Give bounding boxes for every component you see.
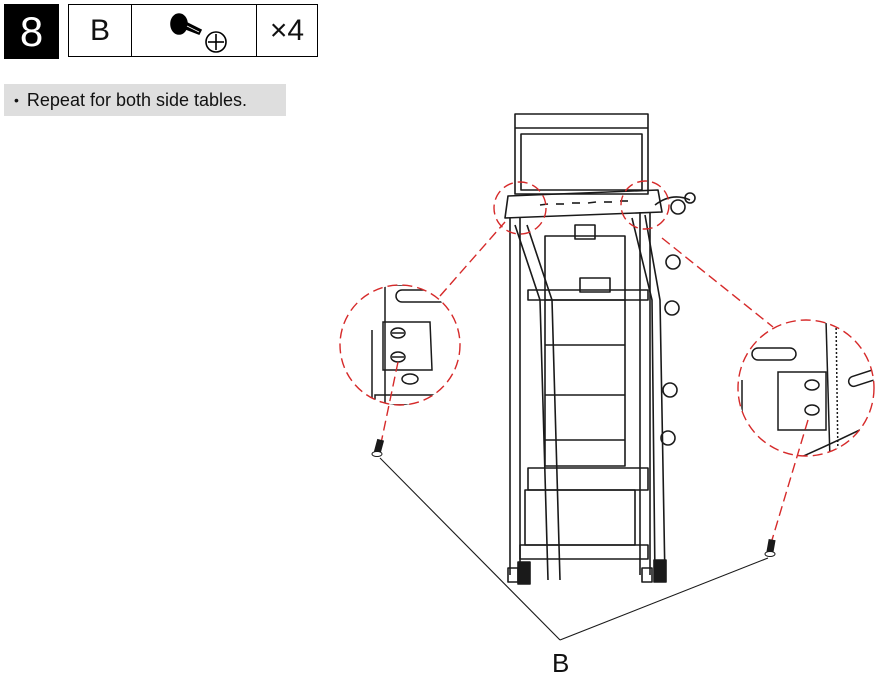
instruction-note: • Repeat for both side tables. [4, 84, 286, 116]
instruction-text: Repeat for both side tables. [26, 89, 248, 110]
step-number: 8 [19, 7, 44, 55]
grill-cart-drawing [504, 113, 696, 585]
part-letter-cell: B [69, 5, 132, 56]
screw-washer-icon [170, 12, 227, 53]
step-number-badge: 8 [4, 4, 59, 59]
highlight-circles [493, 180, 670, 235]
label-leader-lines [379, 457, 769, 641]
right-detail-callout [661, 237, 875, 557]
part-label-b: B [552, 648, 570, 678]
part-quantity: ×4 [269, 13, 305, 47]
left-detail-callout [339, 221, 506, 457]
part-icon-cell [132, 5, 257, 56]
bullet-icon: • [14, 92, 19, 108]
part-letter: B [89, 13, 110, 47]
parts-table: B ×4 [68, 4, 318, 57]
part-quantity-cell: ×4 [257, 5, 317, 56]
